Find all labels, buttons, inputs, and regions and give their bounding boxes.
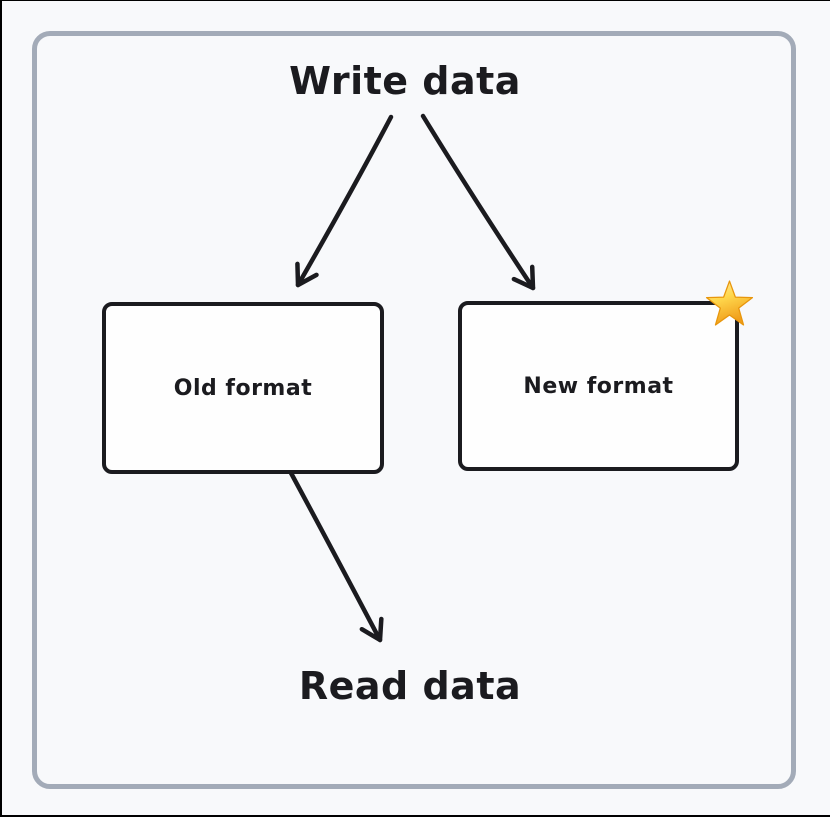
node-new-format-label: New format [523, 373, 674, 399]
star-icon [705, 280, 754, 326]
label-read-data: Read data [298, 664, 522, 708]
node-new-format: New format [458, 301, 739, 471]
node-old-format-label: Old format [173, 375, 313, 401]
diagram-frame [32, 31, 796, 789]
title-write-data: Write data [289, 59, 521, 103]
node-old-format: Old format [102, 302, 384, 474]
